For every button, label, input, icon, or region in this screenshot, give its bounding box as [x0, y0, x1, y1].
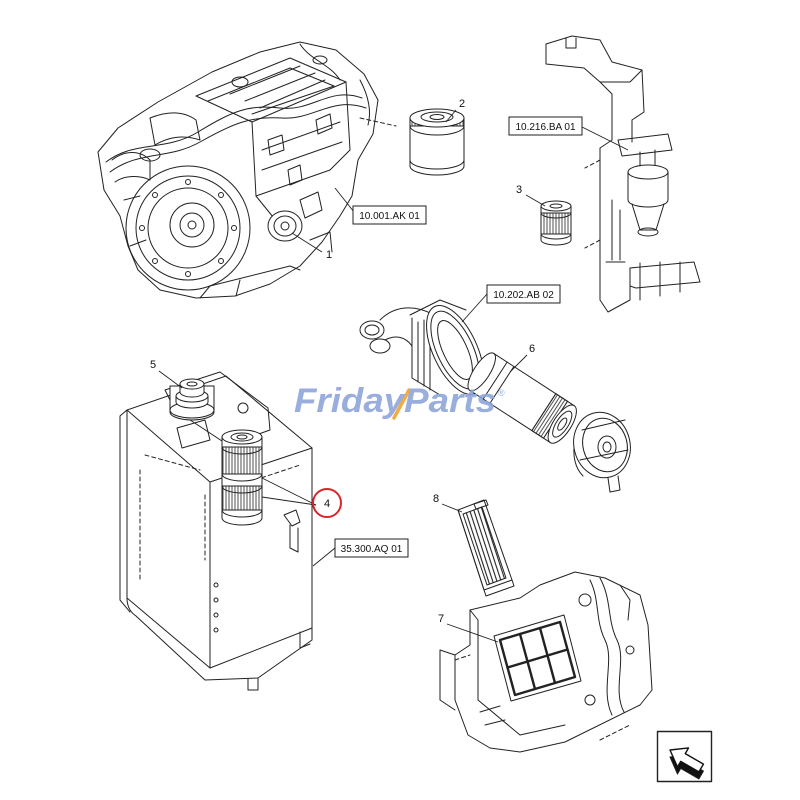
watermark-accent [392, 388, 411, 420]
callout-7[interactable]: 7 [438, 613, 499, 643]
fuel-filter-3-drawing [540, 200, 572, 246]
callout-6-label[interactable]: 6 [529, 343, 535, 355]
cabin-filter-8-drawing [457, 499, 515, 597]
watermark-text: FridayParts [294, 382, 496, 420]
callout-1[interactable]: 1 [291, 232, 332, 261]
ref-engine-label[interactable]: 10.001.AK 01 [359, 211, 420, 222]
callout-3[interactable]: 3 [516, 184, 546, 207]
ref-hydraulic-tank-label[interactable]: 35.300.AQ 01 [341, 544, 403, 555]
callout-5-label[interactable]: 5 [150, 359, 156, 371]
engine-assembly-drawing [97, 41, 397, 299]
callout-8-label[interactable]: 8 [433, 493, 439, 505]
oil-filter-2-drawing [409, 108, 465, 176]
callout-2-label[interactable]: 2 [459, 98, 465, 110]
callout-1-label[interactable]: 1 [326, 249, 332, 261]
air-cleaner-cover-drawing [573, 411, 631, 493]
air-filter-element-6-drawing [467, 352, 577, 444]
ref-fuel-filter-bracket[interactable]: 10.216.BA 01 [508, 116, 629, 151]
ref-engine[interactable]: 10.001.AK 01 [334, 187, 427, 225]
callout-4-label[interactable]: 4 [324, 498, 330, 510]
filter-element-4-drawing [221, 429, 263, 526]
callout-8[interactable]: 8 [433, 493, 463, 513]
ref-air-cleaner-label[interactable]: 10.202.AB 02 [493, 290, 554, 301]
ref-air-cleaner[interactable]: 10.202.AB 02 [461, 284, 561, 323]
ref-hydraulic-tank[interactable]: 35.300.AQ 01 [312, 538, 409, 567]
ref-fuel-filter-bracket-label[interactable]: 10.216.BA 01 [515, 122, 575, 133]
hydraulic-tank-drawing [119, 371, 313, 691]
watermark-registered-mark: ® [498, 388, 505, 398]
fuel-filter-bracket-drawing [545, 35, 701, 313]
callout-2[interactable]: 2 [445, 98, 465, 123]
callout-6[interactable]: 6 [509, 343, 535, 373]
callout-4-highlight-ring [312, 488, 342, 518]
watermark: FridayParts ® [294, 382, 505, 420]
callout-4[interactable]: 4 [261, 477, 342, 518]
air-cleaner-housing-drawing [359, 299, 484, 396]
callout-5[interactable]: 5 [150, 359, 183, 389]
callout-7-label[interactable]: 7 [438, 613, 444, 625]
view-direction-icon[interactable] [656, 730, 713, 785]
callout-3-label[interactable]: 3 [516, 184, 522, 196]
cab-filter-housing-7-drawing [439, 571, 653, 753]
